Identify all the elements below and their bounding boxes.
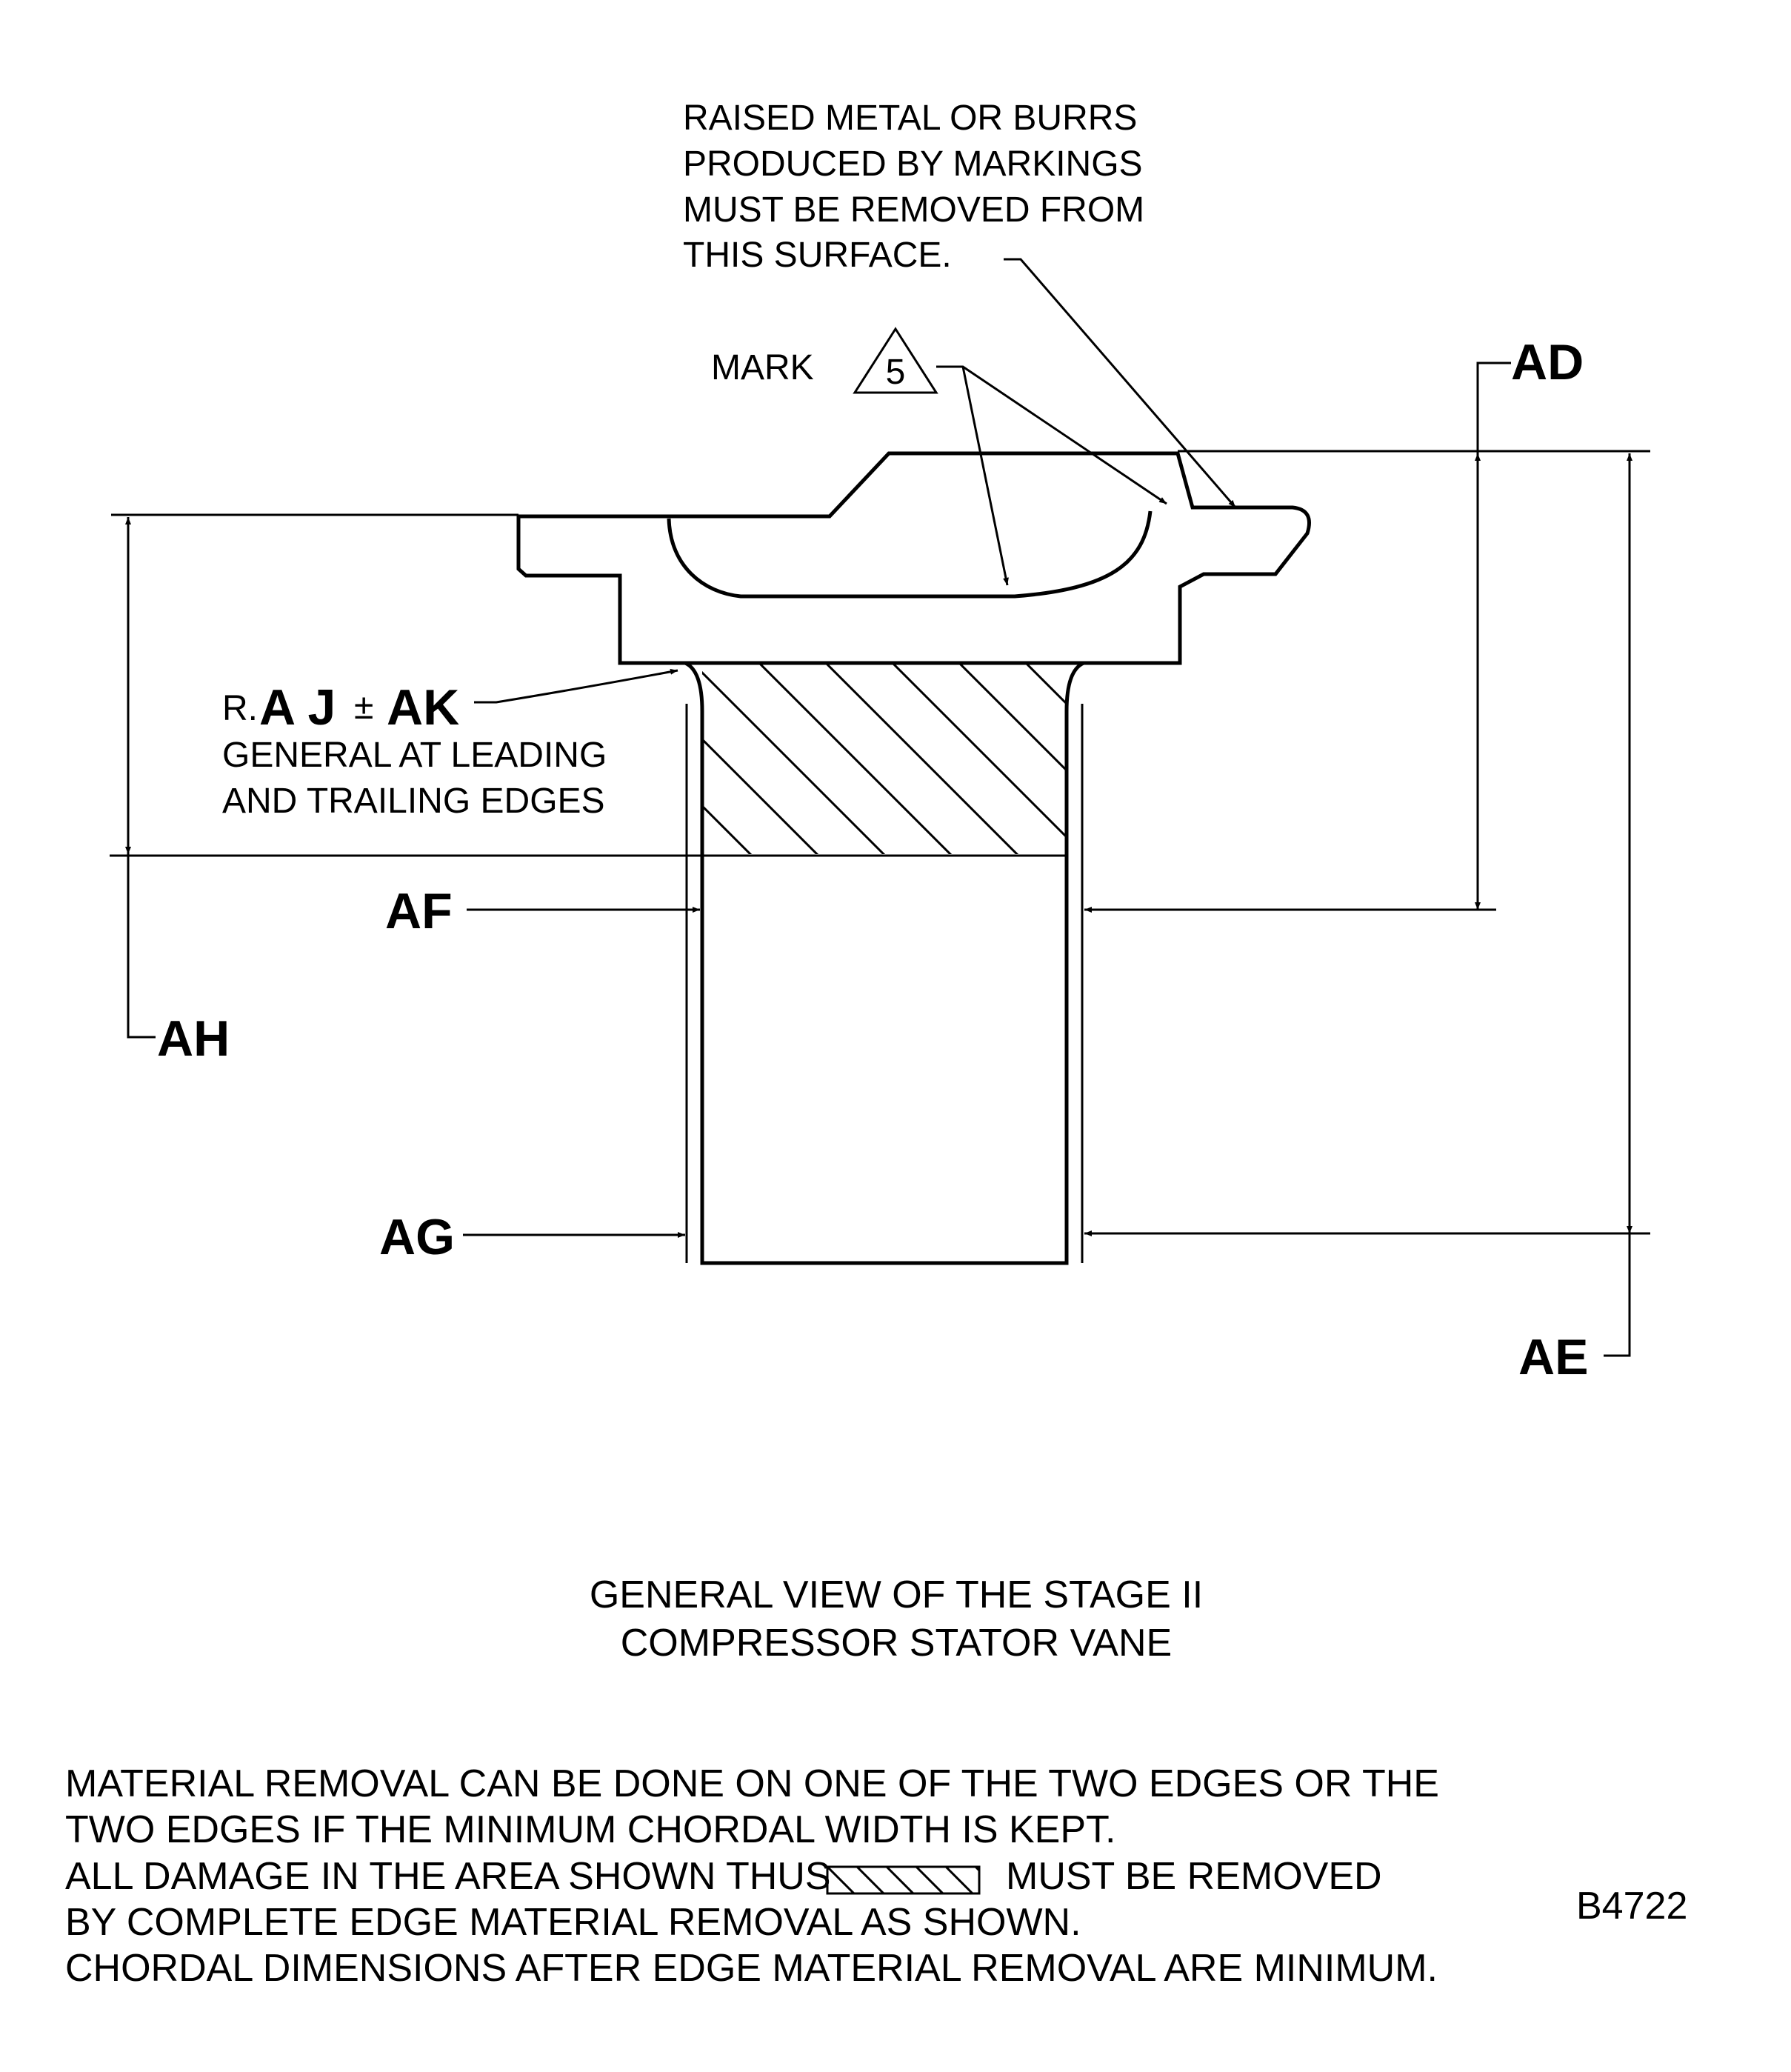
radius-callout: R. A J ± AK GENERAL AT LEADING AND TRAIL…	[222, 679, 607, 821]
svg-text:A J: A J	[259, 679, 336, 736]
ae-leader	[1604, 1233, 1631, 1357]
mark-label: MARK	[711, 348, 814, 387]
svg-text:RAISED METAL OR BURRS: RAISED METAL OR BURRS	[683, 99, 1137, 138]
svg-text:GENERAL AT LEADING: GENERAL AT LEADING	[222, 736, 607, 775]
svg-text:GENERAL VIEW OF THE STAGE II: GENERAL VIEW OF THE STAGE II	[590, 1573, 1203, 1616]
radius-leader	[474, 668, 678, 704]
dimension-ag: AG	[379, 1209, 455, 1265]
platform-pocket	[667, 510, 1153, 599]
dimension-ad: AD	[1511, 334, 1584, 390]
svg-text:CHORDAL DIMENSIONS AFTER EDGE: CHORDAL DIMENSIONS AFTER EDGE MATERIAL R…	[65, 1947, 1438, 1990]
svg-text:R.: R.	[222, 689, 258, 728]
mark-leader-pocket	[961, 366, 1009, 586]
svg-text:PRODUCED BY MARKINGS: PRODUCED BY MARKINGS	[683, 144, 1143, 184]
mark-leader-lip	[936, 365, 1167, 505]
figure-id: B4722	[1576, 1885, 1687, 1928]
mark-5-triangle-icon	[853, 327, 938, 394]
figure-caption: GENERAL VIEW OF THE STAGE II COMPRESSOR …	[590, 1573, 1203, 1665]
ad-leader	[1476, 362, 1511, 453]
hatch-legend-lines	[827, 1867, 979, 1893]
platform-outline	[516, 451, 1311, 665]
svg-text:MUST BE REMOVED FROM: MUST BE REMOVED FROM	[683, 190, 1144, 230]
dimension-af: AF	[385, 883, 453, 939]
dimension-ae: AE	[1518, 1329, 1588, 1385]
svg-text:THIS SURFACE.: THIS SURFACE.	[683, 236, 952, 275]
raised-metal-leader	[1004, 258, 1237, 508]
ah-leader	[127, 854, 156, 1039]
dimension-ah: AH	[157, 1010, 230, 1067]
trailing-edge-fillet	[1064, 661, 1085, 712]
svg-text:AND TRAILING EDGES: AND TRAILING EDGES	[222, 782, 605, 821]
svg-text:±: ±	[354, 687, 373, 727]
svg-text:TWO EDGES IF THE MINIMUM CHORD: TWO EDGES IF THE MINIMUM CHORDAL WIDTH I…	[65, 1808, 1116, 1851]
svg-text:MUST BE REMOVED: MUST BE REMOVED	[1006, 1855, 1382, 1898]
vane-body	[700, 711, 1069, 1265]
notes-block: MATERIAL REMOVAL CAN BE DONE ON ONE OF T…	[65, 1762, 1439, 1990]
svg-text:ALL DAMAGE IN THE AREA SHOWN T: ALL DAMAGE IN THE AREA SHOWN THUS	[65, 1855, 831, 1898]
leading-edge-fillet	[684, 661, 704, 712]
raised-metal-callout: RAISED METAL OR BURRS PRODUCED BY MARKIN…	[683, 99, 1144, 275]
hatch-legend-box	[826, 1865, 981, 1895]
mark-number: 5	[886, 353, 906, 392]
svg-text:BY COMPLETE EDGE MATERIAL REMO: BY COMPLETE EDGE MATERIAL REMOVAL AS SHO…	[65, 1901, 1081, 1944]
svg-text:AK: AK	[387, 679, 459, 736]
hatched-damage-area	[702, 664, 1067, 854]
svg-text:MATERIAL REMOVAL CAN BE DONE O: MATERIAL REMOVAL CAN BE DONE ON ONE OF T…	[65, 1762, 1439, 1805]
svg-text:COMPRESSOR STATOR VANE: COMPRESSOR STATOR VANE	[621, 1622, 1172, 1665]
